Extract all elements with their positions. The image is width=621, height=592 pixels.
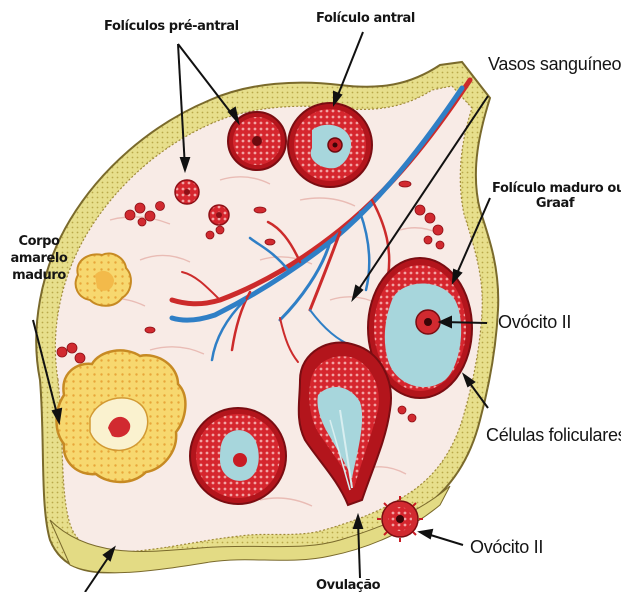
- label-ovulation: Ovulação: [316, 579, 380, 592]
- label-blood-vessels: Vasos sanguíneos: [488, 54, 621, 75]
- label-antral-follicle: Folículo antral: [316, 12, 415, 27]
- label-graafian-line1: Folículo maduro ou d: [492, 182, 618, 197]
- antral-follicle: [288, 103, 372, 187]
- corpus-luteum-small: [76, 253, 131, 305]
- label-graafian-follicle: Folículo maduro ou d Graaf: [492, 182, 618, 212]
- label-corpus-line2: amarelo: [8, 251, 70, 268]
- label-oocyte-upper: Ovócito II: [498, 312, 571, 333]
- label-corpus-line1: Corpo: [8, 234, 70, 251]
- label-graafian-line2: Graaf: [492, 197, 618, 212]
- corpus-luteum-large: [57, 350, 186, 482]
- label-oocyte-lower: Ovócito II: [470, 537, 543, 558]
- label-corpus-line3: maduro: [8, 268, 70, 285]
- regressing-follicle: [190, 408, 286, 504]
- label-follicular-cells: Células foliculares: [486, 425, 621, 446]
- label-preantral-follicles: Folículos pré-antral: [104, 20, 239, 35]
- label-corpus-luteum: Corpo amarelo maduro: [8, 234, 70, 285]
